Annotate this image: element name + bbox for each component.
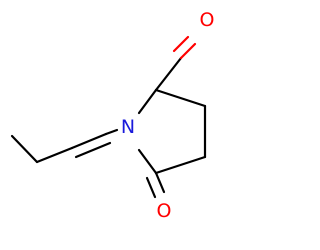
bond-c2-c3 [154, 88, 207, 108]
bond-ch3-ch2 [10, 134, 39, 164]
bond-c5-n [137, 148, 158, 175]
bond-ch2-ch [35, 146, 74, 164]
bond-c5-o-double-a [154, 171, 166, 194]
bond-vinyl-to-nitrogen [104, 128, 119, 136]
bond-c2-cho [154, 56, 183, 92]
aldehyde-oxygen-label: O [200, 9, 215, 31]
bond-c5-o-double-b [145, 176, 157, 199]
bond-vinyl-double-a [70, 132, 108, 150]
bond-c4-c5 [154, 155, 207, 175]
bond-cho-double-b [172, 35, 190, 53]
ketone-oxygen-label: O [157, 200, 172, 222]
bond-vinyl-double-b [74, 141, 112, 159]
bond-n-c2 [137, 88, 158, 115]
bond-cho-double-a [179, 42, 197, 60]
ring-nitrogen-label: N [121, 116, 135, 138]
molecule-structure: O N O [10, 9, 215, 222]
